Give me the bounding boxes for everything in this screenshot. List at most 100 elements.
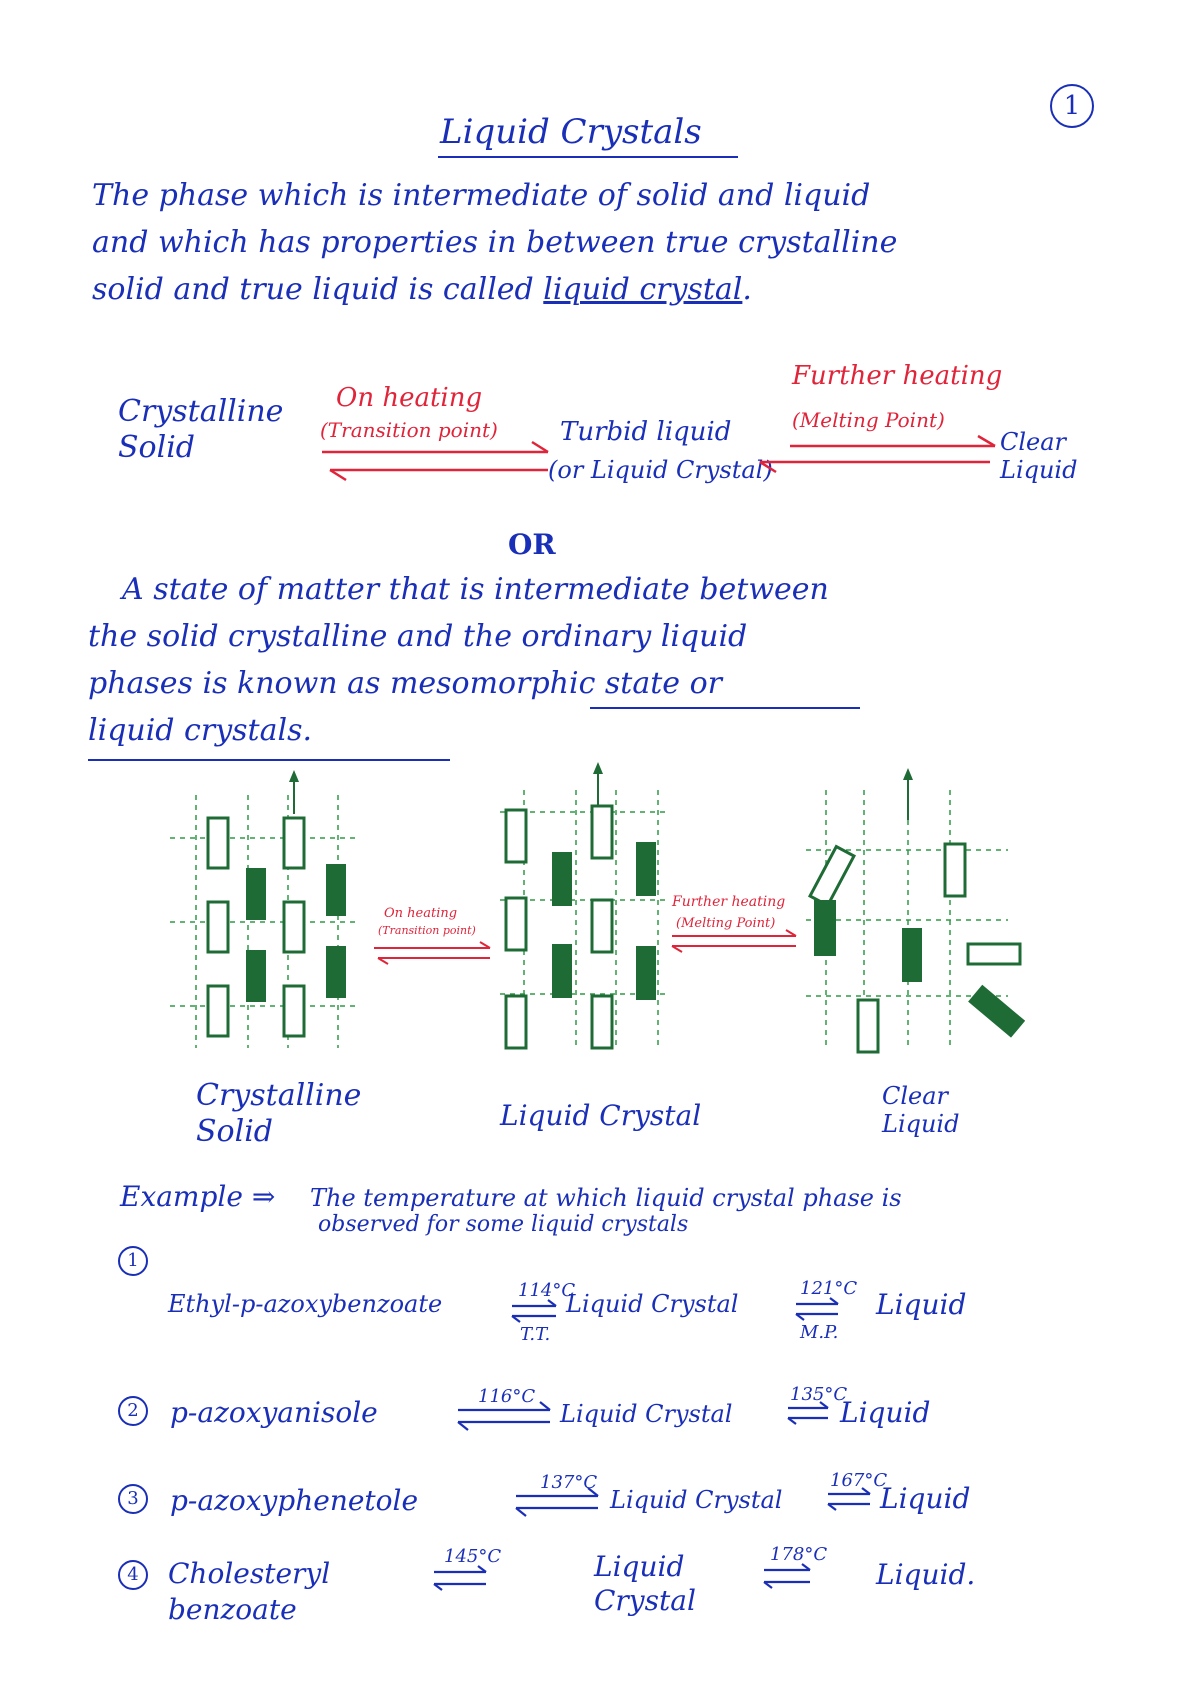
diagram-arrow-2 — [671, 929, 797, 953]
scheme-middle-line-2: (or Liquid Crystal) — [548, 456, 773, 484]
grid-liquid — [806, 790, 1008, 1050]
molecule — [856, 998, 880, 1054]
example-2-t2: 135°C — [790, 1384, 848, 1405]
example-2-mid: Liquid Crystal — [560, 1400, 733, 1428]
molecule-filled — [326, 864, 346, 916]
molecule — [282, 984, 306, 1038]
example-3-t1: 137°C — [540, 1472, 598, 1493]
molecule — [807, 844, 857, 908]
molecule — [590, 994, 614, 1050]
definition-line-1: The phase which is intermediate of solid… — [92, 178, 871, 213]
scheme-arrow2-top: Further heating — [792, 361, 1003, 391]
definition2-line-3: phases is known as mesomorphic state or — [88, 660, 829, 707]
definition-paragraph: The phase which is intermediate of solid… — [92, 172, 897, 313]
scheme-left-label: Crystalline Solid — [118, 394, 283, 466]
scheme-right-label: Clear Liquid — [1000, 428, 1077, 484]
diagram-liquid-crystal — [500, 762, 668, 1050]
diagram-label-clear-liquid: Clear Liquid — [882, 1082, 959, 1138]
definition-line-3-suffix: . — [742, 272, 752, 307]
example-1-end: Liquid — [876, 1288, 967, 1321]
molecule-filled — [552, 944, 572, 998]
title-underline — [438, 156, 738, 158]
example-4-mid-line-2: Crystal — [594, 1584, 696, 1617]
example-4-mid-line-1: Liquid — [594, 1550, 685, 1583]
diagram-clear-liquid — [806, 768, 1026, 1054]
grid-solid — [170, 795, 360, 1048]
molecule — [206, 984, 230, 1038]
scheme-arrow-1 — [322, 440, 549, 482]
definition2-term-liquid-crystals: liquid crystals — [88, 713, 303, 748]
diagram-arrow1-sub: (Transition point) — [378, 924, 476, 937]
example-4-mid: Liquid Crystal — [594, 1550, 696, 1618]
example-number-4: 4 — [118, 1560, 148, 1590]
scheme-middle-line-1: Turbid liquid — [560, 417, 732, 447]
example-4-compound: Cholesteryl benzoate — [168, 1556, 330, 1628]
definition-line-2: and which has properties in between true… — [92, 225, 898, 260]
definition2-line-3-suffix: or — [680, 666, 723, 701]
molecule — [282, 816, 306, 870]
example-3-t2: 167°C — [830, 1470, 888, 1491]
definition2-paragraph: A state of matter that is intermediate b… — [88, 566, 829, 754]
molecule-filled — [246, 868, 266, 920]
scheme-arrow1-sub: (Transition point) — [320, 418, 498, 442]
molecule — [943, 842, 967, 898]
or-separator: OR — [508, 528, 556, 561]
example-4-t2: 178°C — [770, 1544, 828, 1565]
scheme-arrow-2 — [759, 434, 996, 474]
scheme-right-line-2: Liquid — [1000, 456, 1078, 484]
molecule-filled — [902, 928, 922, 982]
molecule — [590, 804, 614, 860]
diagram-arrow1-top: On heating — [384, 906, 458, 921]
example-arrows — [433, 1297, 871, 1591]
scheme-right-line-1: Clear — [1000, 428, 1067, 456]
example-number-2: 2 — [118, 1396, 148, 1426]
molecule — [504, 808, 528, 864]
molecule-filled — [326, 946, 346, 998]
example-heading-line-1: The temperature at which liquid crystal … — [310, 1184, 902, 1212]
molecule-filled — [552, 852, 572, 906]
example-2-end: Liquid — [840, 1396, 931, 1429]
molecule — [590, 898, 614, 954]
molecule-filled — [246, 950, 266, 1002]
example-3-mid: Liquid Crystal — [610, 1486, 783, 1514]
example-3-compound: p-azoxyphenetole — [170, 1484, 419, 1517]
diagram-label-left-line-2: Solid — [196, 1114, 274, 1149]
scheme-arrow2-sub: (Melting Point) — [792, 408, 945, 432]
example-4-compound-line-2: benzoate — [168, 1593, 297, 1626]
example-3-end: Liquid — [880, 1482, 971, 1515]
molecule-filled — [814, 900, 836, 956]
definition-line-3-prefix: solid and true liquid is called — [92, 272, 544, 307]
molecule-filled — [636, 842, 656, 896]
example-4-end: Liquid. — [876, 1558, 976, 1591]
molecule — [966, 942, 1022, 966]
diagram-label-crystalline-solid: Crystalline Solid — [196, 1078, 361, 1150]
example-number-3: 3 — [118, 1484, 148, 1514]
diagram-label-right-line-2: Liquid — [882, 1110, 960, 1138]
diagram-arrow-1 — [374, 941, 491, 965]
definition2-line-4-suffix: . — [302, 713, 313, 748]
example-1-t1: 114°C — [518, 1280, 576, 1301]
molecule — [206, 816, 230, 870]
scheme-arrow1-top: On heating — [336, 383, 483, 413]
definition2-line-1: A state of matter that is intermediate b… — [122, 572, 829, 607]
example-heading-prefix: Example ⇒ — [120, 1180, 276, 1213]
example-1-t2: 121°C — [800, 1278, 858, 1299]
molecule-filled — [968, 984, 1026, 1038]
diagram-label-right-line-1: Clear — [882, 1082, 949, 1110]
diagram-label-left-line-1: Crystalline — [196, 1078, 362, 1113]
definition-line-3: solid and true liquid is called liquid c… — [92, 266, 897, 313]
definition2-line-4: liquid crystals. — [88, 707, 829, 754]
molecule-filled — [636, 946, 656, 1000]
definition2-line-3-prefix: phases is known as — [88, 666, 390, 701]
scheme-left-line-1: Crystalline — [118, 394, 284, 429]
diagram-label-liquid-crystal: Liquid Crystal — [500, 1099, 702, 1132]
example-2-compound: p-azoxyanisole — [170, 1396, 378, 1429]
diagram-arrow2-top: Further heating — [672, 894, 786, 910]
page-number: 1 — [1050, 84, 1094, 128]
definition-term: liquid crystal — [543, 272, 743, 307]
molecule — [282, 900, 306, 954]
scheme-left-line-2: Solid — [118, 430, 196, 465]
molecule — [504, 994, 528, 1050]
example-heading-line-2: observed for some liquid crystals — [318, 1212, 689, 1237]
